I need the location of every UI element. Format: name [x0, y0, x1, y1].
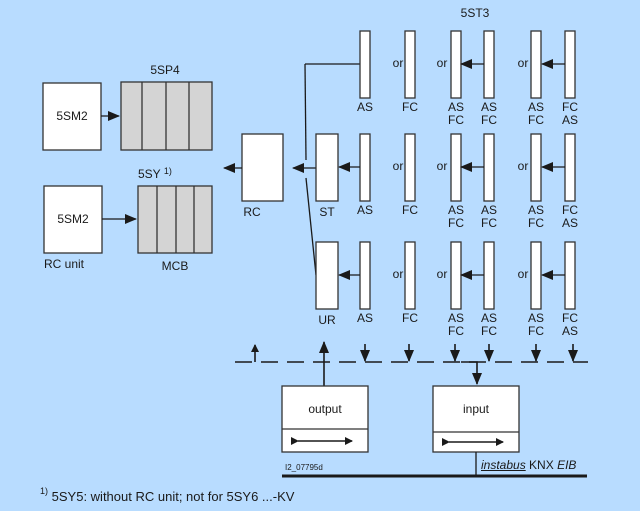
option-label: FC AS [561, 100, 578, 127]
option-bar [359, 133, 371, 202]
option-label: AS FC [480, 311, 497, 338]
sm2-box-bottom [43, 185, 103, 254]
option-bar [483, 241, 495, 310]
st-label: ST [319, 205, 335, 219]
output-label: output [308, 402, 342, 416]
or-separator: or [392, 159, 404, 173]
st-box [315, 133, 339, 202]
option-label: AS [356, 311, 373, 325]
or-separator: or [392, 56, 404, 70]
bus-name: instabus KNX EIB [481, 458, 576, 472]
option-bar [530, 30, 542, 99]
option-label: AS FC [480, 100, 497, 127]
option-bar [483, 30, 495, 99]
option-label: FC [402, 311, 418, 325]
ur-box [315, 241, 339, 310]
ur-label: UR [318, 313, 336, 327]
option-bar [404, 133, 416, 202]
option-label: AS [356, 100, 373, 114]
bus-name-instabus: instabus [481, 458, 526, 472]
or-separator: or [392, 267, 404, 281]
option-bar [483, 133, 495, 202]
option-label: FC [402, 203, 418, 217]
input-label: input [462, 402, 490, 416]
sm2-box-top [42, 82, 102, 151]
option-bar [404, 241, 416, 310]
or-separator: or [436, 267, 448, 281]
rc-box [241, 133, 284, 202]
option-bar [564, 133, 576, 202]
option-bar [530, 241, 542, 310]
output-box [281, 385, 369, 453]
or-separator: or [517, 159, 529, 173]
option-label: FC [402, 100, 418, 114]
option-label: AS FC [447, 203, 464, 230]
title-5sy-text: 5SY [138, 167, 161, 181]
option-bar [450, 30, 462, 99]
option-bar [564, 30, 576, 99]
mcb-5sy [137, 185, 213, 254]
option-label: AS FC [480, 203, 497, 230]
or-separator: or [517, 267, 529, 281]
bus-name-knx: KNX [529, 458, 554, 472]
option-bar [359, 241, 371, 310]
option-bar [359, 30, 371, 99]
footnote: 1) 5SY5: without RC unit; not for 5SY6 .… [40, 486, 295, 504]
sm2-label-bottom: 5SM2 [57, 212, 89, 226]
mcb-caption: MCB [161, 259, 189, 273]
or-separator: or [517, 56, 529, 70]
footnote-text: 5SY5: without RC unit; not for 5SY6 ...-… [51, 489, 295, 504]
drawing-id: I2_07795d [285, 463, 323, 472]
option-label: FC AS [561, 311, 578, 338]
sm2-label-top: 5SM2 [56, 109, 88, 123]
title-5st3: 5ST3 [460, 6, 490, 20]
option-label: FC AS [561, 203, 578, 230]
option-bar [450, 241, 462, 310]
footnote-marker: 1) [40, 486, 49, 496]
title-5sy: 5SY 1) [138, 166, 198, 181]
option-label: AS FC [527, 311, 544, 338]
or-separator: or [436, 56, 448, 70]
rc-unit-caption: RC unit [44, 257, 85, 271]
option-label: AS FC [447, 100, 464, 127]
rc-label: RC [243, 205, 261, 219]
mcb-5sp4 [120, 81, 213, 151]
bus-name-eib: EIB [557, 458, 577, 472]
option-label: AS FC [527, 203, 544, 230]
footnote-ref: 1) [163, 166, 172, 176]
option-bar [530, 133, 542, 202]
option-bar [564, 241, 576, 310]
option-bar [404, 30, 416, 99]
option-label: AS FC [447, 311, 464, 338]
option-label: AS FC [527, 100, 544, 127]
or-separator: or [436, 159, 448, 173]
option-label: AS [356, 203, 373, 217]
title-5sp4: 5SP4 [150, 63, 180, 77]
option-bar [450, 133, 462, 202]
